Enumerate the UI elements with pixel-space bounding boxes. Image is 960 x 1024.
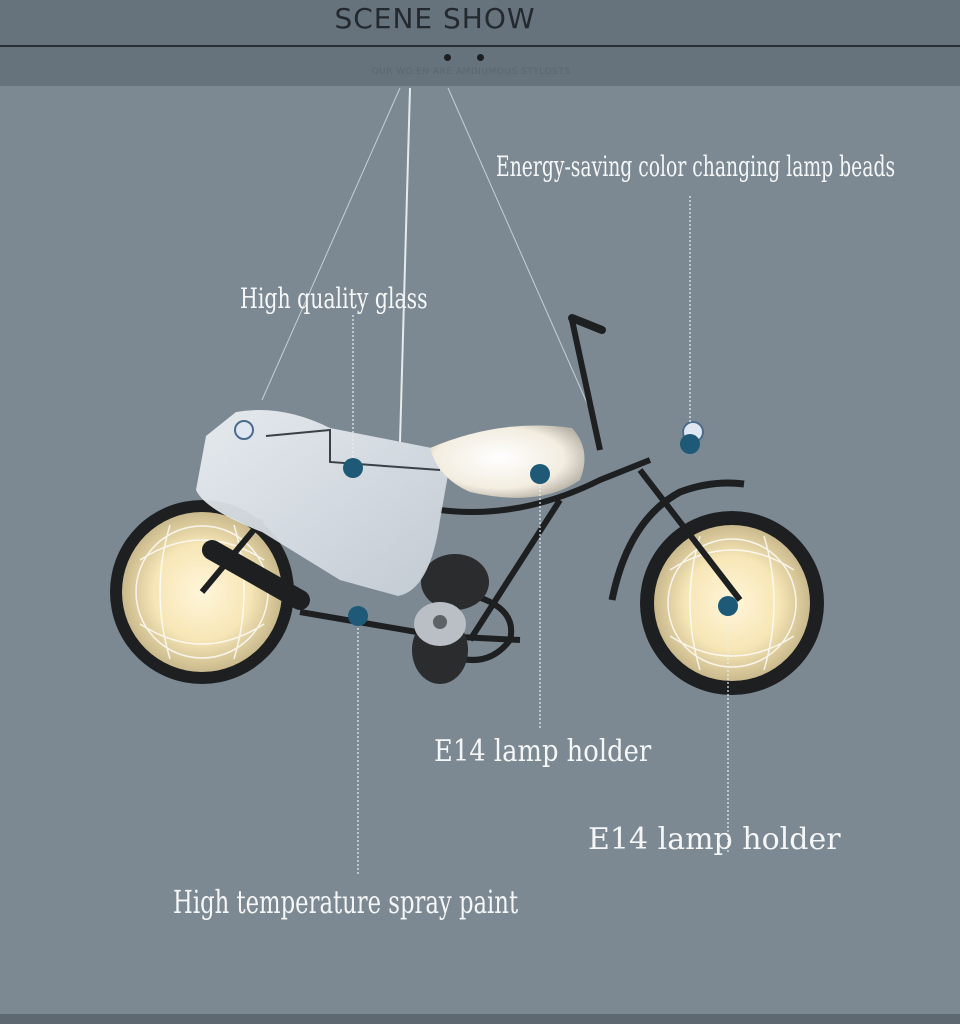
engine-spotlight [412, 554, 489, 684]
rear-crystal-light [234, 420, 254, 440]
marker-holder-center [530, 464, 550, 484]
suspension-wire [261, 87, 401, 401]
marker-holder-wheel [718, 596, 738, 616]
tank-lamp [430, 425, 585, 498]
callout-spray-paint: High temperature spray paint [173, 883, 519, 921]
callout-lamp-beads: Energy-saving color changing lamp beads [496, 150, 896, 183]
footer-band [0, 1014, 960, 1024]
header-band: SCENE SHOW OUR WO.EN ARE AMDIUMOUS STYLD… [0, 0, 960, 86]
marker-beads [680, 434, 700, 454]
scene-show-title: SCENE SHOW [334, 2, 536, 35]
front-fender [608, 479, 745, 601]
callout-lamp-holder-center: E14 lamp holder [434, 734, 652, 769]
header-subtitle: OUR WO.EN ARE AMDIUMOUS STYLDSTS [371, 67, 571, 77]
header-dot [477, 54, 484, 61]
suspension-wire [447, 87, 599, 429]
marker-paint [348, 606, 368, 626]
exhaust-pipe [202, 540, 310, 610]
marker-glass [343, 458, 363, 478]
header-dots [444, 54, 488, 62]
callout-lamp-holder-wheel: E14 lamp holder [588, 822, 841, 857]
callout-glass: High quality glass [240, 282, 428, 315]
handlebar [568, 314, 606, 334]
glass-body-panel [196, 410, 452, 596]
header-divider [0, 45, 960, 47]
header-dot [444, 54, 451, 61]
power-cord [399, 87, 411, 443]
glass-edge-trim [265, 428, 441, 471]
